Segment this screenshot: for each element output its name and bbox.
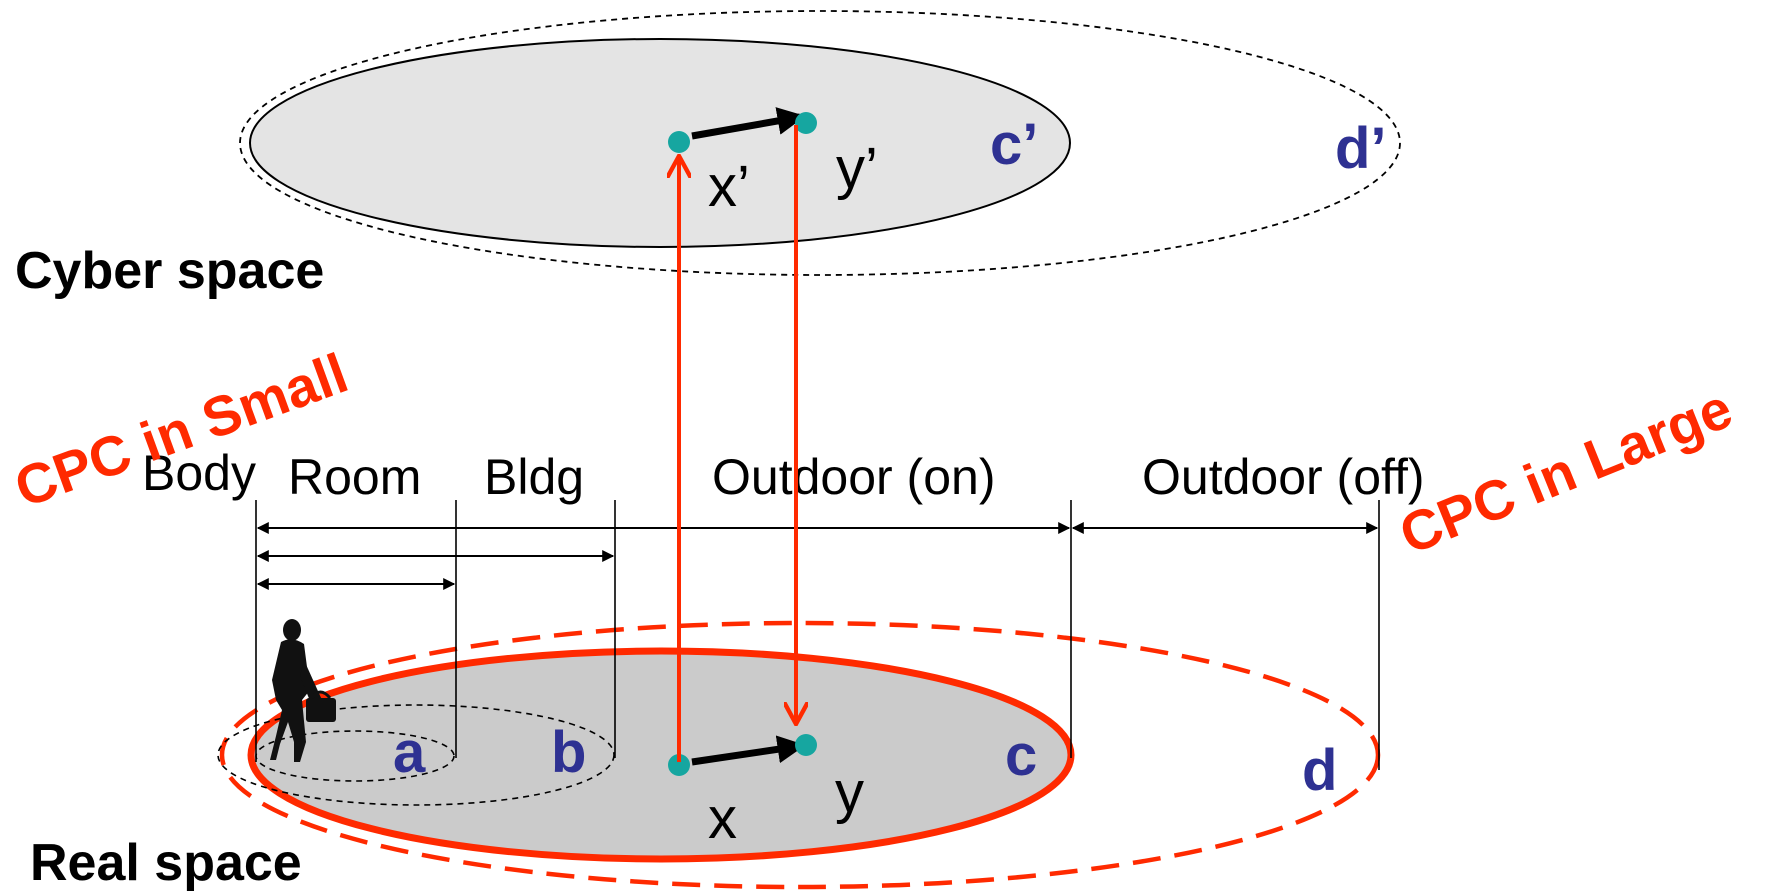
businesswoman-silhouette-icon bbox=[270, 619, 336, 762]
real-region-c bbox=[247, 647, 1075, 863]
point-label-y-prime: y’ bbox=[836, 136, 878, 201]
point-y-prime bbox=[795, 112, 817, 134]
region-label-a: a bbox=[393, 720, 426, 785]
point-y bbox=[795, 734, 817, 756]
cyber-space-title: Cyber space bbox=[15, 242, 324, 300]
real-movement-arrow bbox=[691, 735, 806, 766]
cyber-outer-region-d-prime bbox=[239, 10, 1401, 276]
cyber-region-c-prime bbox=[249, 38, 1071, 248]
zone-label-bldg: Bldg bbox=[484, 449, 584, 505]
cyber-movement-arrow bbox=[691, 107, 806, 140]
zone-label-outdoor-off: Outdoor (off) bbox=[1142, 449, 1425, 505]
zone-label-body: Body bbox=[142, 445, 256, 501]
region-label-d-prime: d’ bbox=[1335, 116, 1387, 181]
region-label-c: c bbox=[1005, 723, 1037, 788]
zone-label-outdoor-on: Outdoor (on) bbox=[712, 449, 995, 505]
point-x bbox=[668, 754, 690, 776]
real-outer-region-d bbox=[219, 620, 1381, 890]
real-region-b bbox=[217, 704, 615, 806]
region-label-b: b bbox=[551, 720, 586, 785]
zone-label-room: Room bbox=[288, 449, 421, 505]
point-label-x-prime: x’ bbox=[708, 154, 750, 219]
cpc-in-large-label: CPC in Large bbox=[1391, 376, 1741, 566]
point-x-prime bbox=[668, 131, 690, 153]
point-label-y: y bbox=[835, 760, 864, 825]
region-label-c-prime: c’ bbox=[990, 112, 1038, 177]
real-space-title: Real space bbox=[30, 834, 302, 892]
region-label-d: d bbox=[1302, 738, 1337, 803]
point-label-x: x bbox=[708, 786, 737, 851]
